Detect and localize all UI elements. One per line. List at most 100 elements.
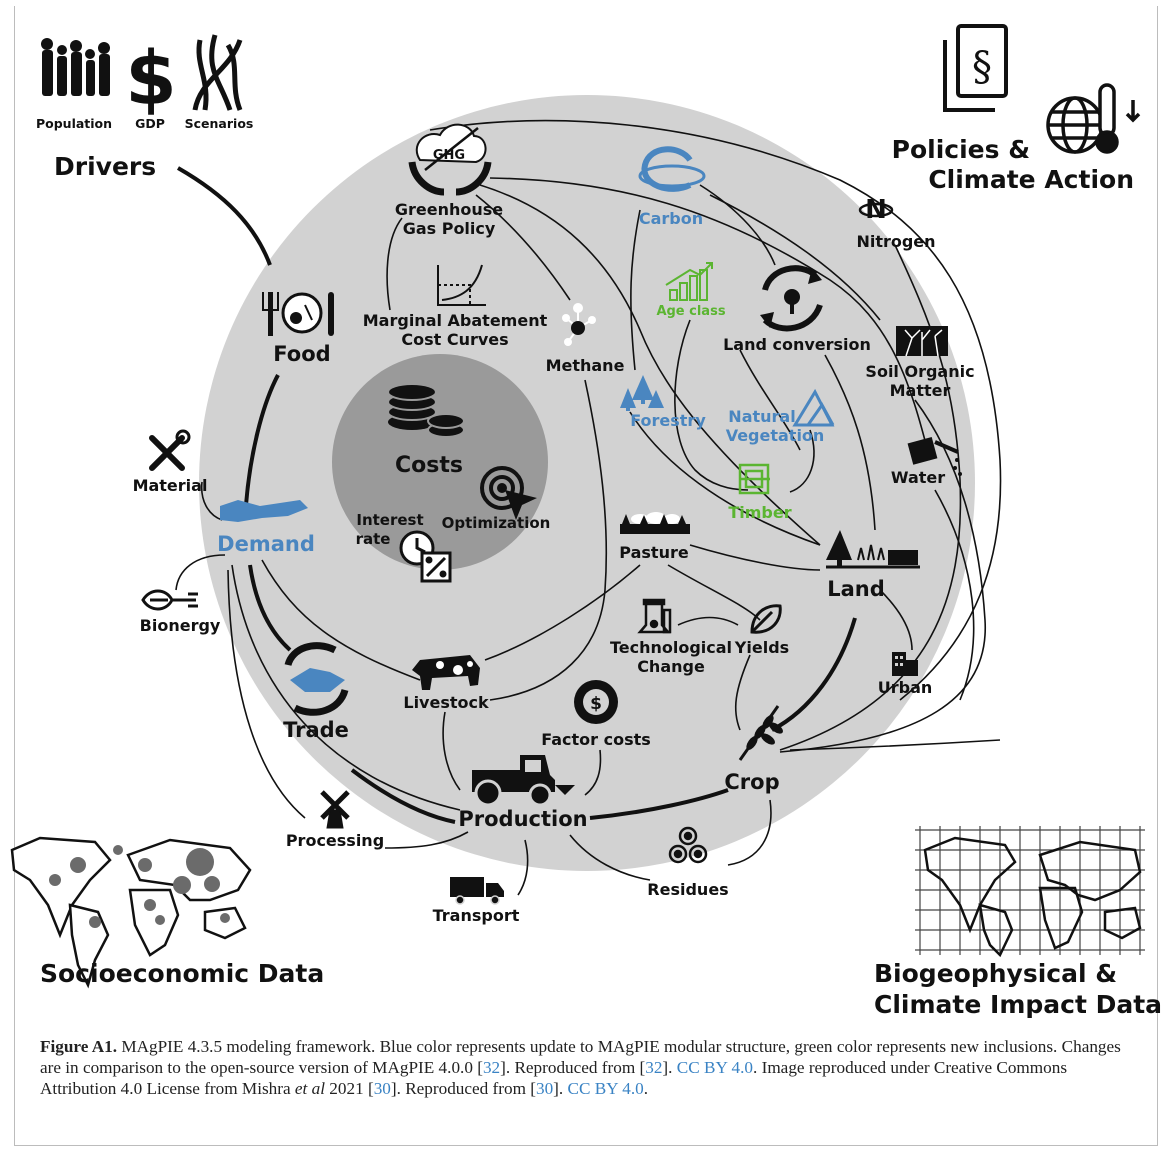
forestry-label: Forestry	[630, 411, 706, 430]
leaf-icon	[750, 604, 782, 634]
optimization-label: Optimization	[442, 514, 551, 532]
age-class-label: Age class	[656, 304, 725, 319]
policies-group: § Policies & Climate Action	[892, 24, 1141, 194]
biogeo-title-line1: Biogeophysical &	[874, 959, 1117, 988]
caption-ref-link[interactable]: 30	[535, 1079, 554, 1098]
carbon-cycle-icon	[638, 146, 706, 192]
tech-change-label-line1: Technological	[610, 638, 732, 657]
gear-dollar-icon: $	[574, 680, 618, 724]
soil-roots-icon	[896, 326, 948, 357]
food-label: Food	[273, 342, 330, 366]
population-icon	[41, 38, 110, 96]
age-class-icon	[665, 262, 713, 301]
drivers-group: $ Population GDP Scenarios Drivers	[36, 34, 254, 181]
land-conversion-icon	[760, 265, 823, 332]
land-label: Land	[827, 577, 885, 601]
biogeo-group: Biogeophysical & Climate Impact Data	[874, 826, 1162, 1019]
coins-icon	[387, 383, 465, 438]
svg-text:§: §	[972, 44, 992, 90]
ghg-icon	[408, 123, 492, 196]
policies-title-line2: Climate Action	[928, 165, 1134, 194]
ghg-policy-label-line1: Greenhouse	[395, 200, 503, 219]
globe-thermometer-icon	[1046, 83, 1141, 154]
factor-costs-label: Factor costs	[541, 730, 651, 749]
svg-text:N: N	[865, 195, 887, 225]
natural-vegetation-label-line1: Natural	[728, 407, 795, 426]
processing-label: Processing	[286, 831, 384, 850]
population-label: Population	[36, 116, 112, 131]
target-icon	[480, 466, 537, 520]
methane-molecule-icon	[562, 303, 596, 346]
figure-frame	[14, 6, 1158, 1146]
pasture-label: Pasture	[619, 543, 689, 562]
crop-label: Crop	[724, 770, 779, 794]
inner-circle	[332, 354, 548, 570]
natural-vegetation-label-line2: Vegetation	[726, 426, 825, 445]
nitrogen-icon: N	[858, 195, 894, 225]
wheat-icon	[738, 705, 783, 761]
caption-ref-link[interactable]: 32	[645, 1058, 663, 1077]
socio-title: Socioeconomic Data	[40, 959, 324, 988]
figure-caption: Figure A1. MAgPIE 4.3.5 modeling framewo…	[40, 1036, 1135, 1099]
transport-label: Transport	[433, 906, 520, 925]
scenarios-label: Scenarios	[185, 116, 254, 131]
interest-rate-label-line2: rate	[356, 530, 391, 548]
food-plate-icon	[262, 292, 334, 336]
socio-world-map-icon	[10, 836, 252, 989]
cow-icon	[412, 655, 480, 690]
caption-etal: et al	[294, 1079, 325, 1098]
ghg-icon-text: GHG	[433, 148, 465, 163]
document-icon: §	[943, 24, 1008, 112]
bioenergy-label: Bionergy	[140, 616, 221, 635]
biogeo-title-line2: Climate Impact Data	[874, 990, 1162, 1019]
license-link[interactable]: CC BY 4.0	[676, 1058, 753, 1077]
flask-icon	[637, 598, 672, 634]
caption-text-5: 2021 [	[324, 1079, 374, 1098]
som-label-line1: Soil Organic	[865, 362, 974, 381]
magpie-framework-diagram: $ Population GDP Scenarios Drivers §	[10, 24, 1162, 1019]
urban-label: Urban	[878, 678, 933, 697]
mountains-icon	[792, 388, 835, 427]
forestry-icon	[620, 375, 664, 411]
material-label: Material	[133, 476, 208, 495]
tools-icon	[149, 429, 191, 471]
tractor-icon	[472, 755, 575, 807]
ghg-policy-label-line2: Gas Policy	[403, 219, 496, 238]
mac-curve-icon	[437, 264, 486, 306]
land-icon	[826, 530, 920, 569]
policies-title-line1: Policies &	[892, 135, 1030, 164]
tech-change-label-line2: Change	[637, 657, 705, 676]
license-link[interactable]: CC BY 4.0	[567, 1079, 644, 1098]
pasture-icon	[620, 512, 690, 534]
land-conversion-label: Land conversion	[723, 335, 871, 354]
caption-text-7: ].	[553, 1079, 568, 1098]
yields-label: Yields	[734, 638, 789, 657]
timber-icon	[738, 463, 770, 495]
caption-text-6: ]. Reproduced from [	[390, 1079, 536, 1098]
caption-ref-link[interactable]: 30	[373, 1079, 391, 1098]
interest-rate-label-line1: Interest	[356, 511, 423, 529]
windmill-icon	[320, 790, 350, 829]
som-label-line2: Matter	[890, 381, 951, 400]
grid-world-map-icon	[915, 826, 1145, 958]
caption-text-1: MAgPIE 4.3.5 modeling framework. Blue co…	[40, 1037, 1121, 1077]
trade-label: Trade	[283, 718, 349, 742]
costs-label: Costs	[395, 453, 463, 478]
residues-bales-icon	[668, 826, 708, 864]
caption-text-4: . Image reproduced under Creative Common…	[40, 1058, 1068, 1098]
caption-text-8: .	[643, 1079, 649, 1098]
timber-label: Timber	[728, 503, 791, 522]
truck-icon	[450, 877, 504, 905]
carbon-label: Carbon	[639, 209, 703, 228]
mac-label-line2: Cost Curves	[401, 330, 508, 349]
gdp-label: GDP	[135, 116, 165, 131]
residues-label: Residues	[647, 880, 728, 899]
mac-label-line1: Marginal Abatement	[363, 311, 548, 330]
caption-ref-link[interactable]: 32	[482, 1058, 501, 1077]
buildings-icon	[892, 652, 918, 676]
svg-text:$: $	[590, 694, 602, 714]
drivers-title: Drivers	[54, 152, 156, 181]
caption-text-3: ].	[662, 1058, 677, 1077]
caption-label: Figure A1.	[40, 1037, 118, 1056]
livestock-label: Livestock	[403, 693, 489, 712]
